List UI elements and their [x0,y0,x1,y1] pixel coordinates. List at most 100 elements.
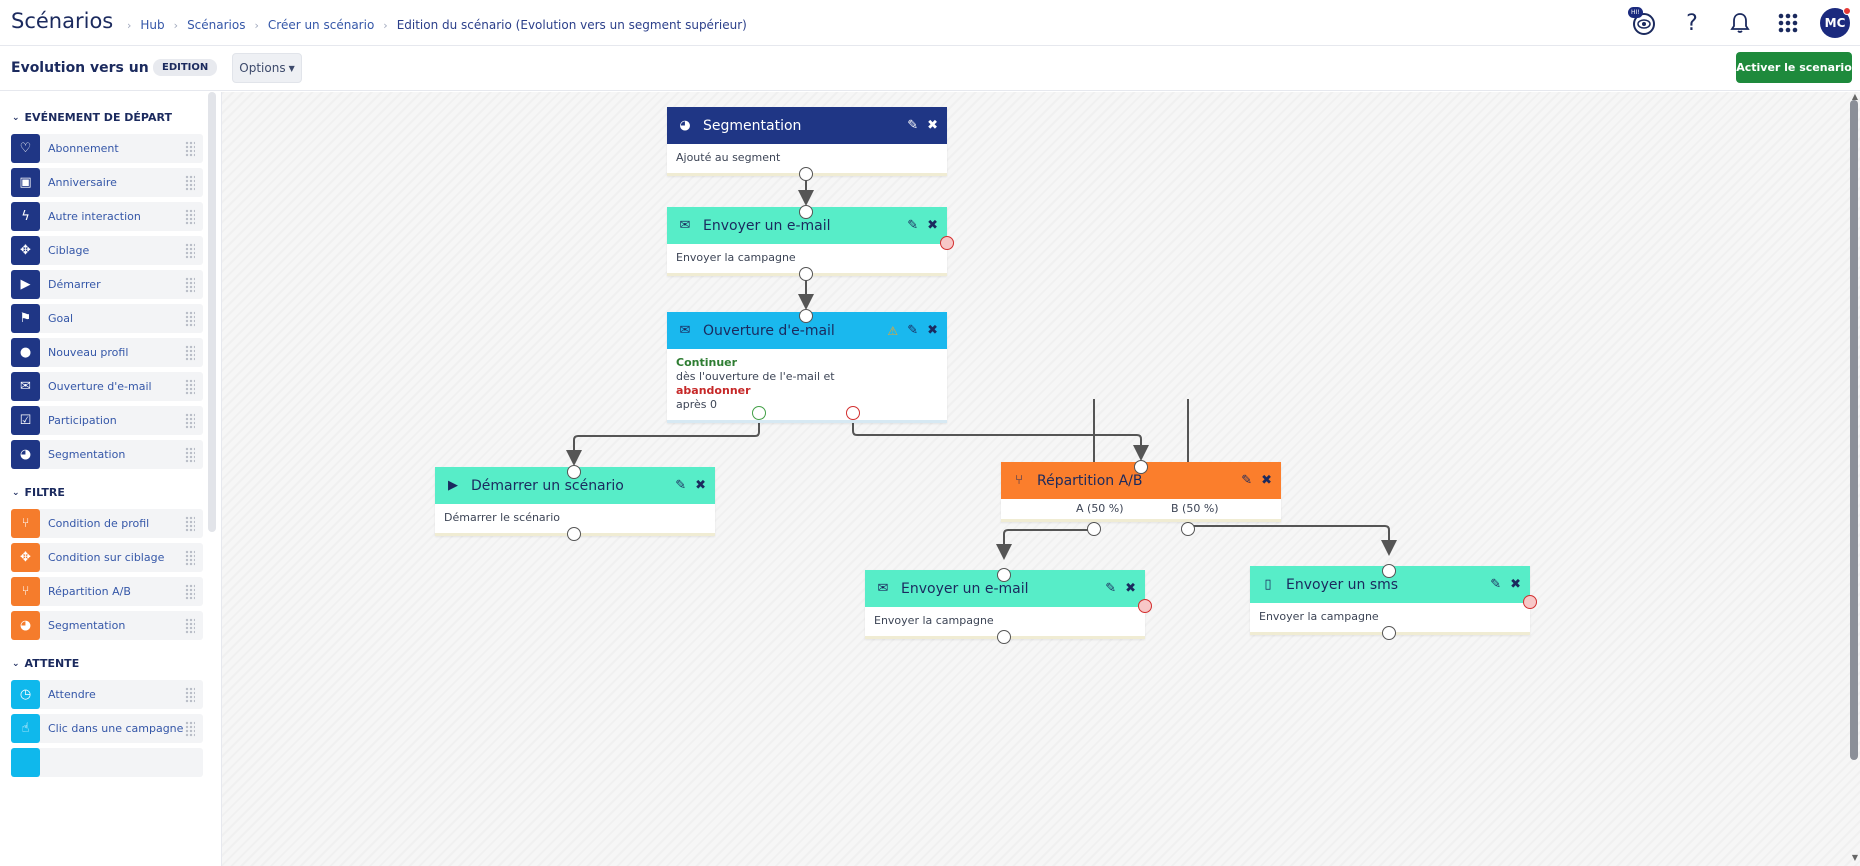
envelope-open-icon: ✉ [679,323,691,338]
drag-handle-icon[interactable] [185,174,195,191]
options-label: Options [239,61,286,75]
error-port[interactable] [1138,599,1152,613]
drag-handle-icon[interactable] [185,686,195,703]
drag-handle-icon[interactable] [185,344,195,361]
input-port[interactable] [799,205,813,219]
node-start-scenario[interactable]: ▶ Démarrer un scénario ✎ ✖ Démarrer le s… [435,467,715,536]
drag-handle-icon[interactable] [185,310,195,327]
section-title-filter[interactable]: ⌄FILTRE [12,486,65,499]
sidebar-item-repartition-ab[interactable]: ⑂Répartition A/B [11,577,203,606]
abandon-output-port[interactable] [846,406,860,420]
node-header[interactable]: ✉ Ouverture d'e-mail ⚠ ✎ ✖ [667,312,947,349]
help-icon[interactable]: ? [1686,10,1698,36]
drag-handle-icon[interactable] [185,242,195,259]
node-email-open[interactable]: ✉ Ouverture d'e-mail ⚠ ✎ ✖ Continuer dès… [667,312,947,423]
output-port[interactable] [799,167,813,181]
node-ab-split[interactable]: ⑂ Répartition A/B ✎ ✖ A (50 %) B (50 %) [1001,462,1281,522]
sidebar-item-demarrer[interactable]: ▶Démarrer [11,270,203,299]
continue-output-port[interactable] [752,406,766,420]
sidebar-item-condition-profil[interactable]: ⑂Condition de profil [11,509,203,538]
close-icon[interactable]: ✖ [927,118,938,133]
input-port[interactable] [1382,564,1396,578]
node-send-sms[interactable]: ▯ Envoyer un sms ✎ ✖ Envoyer la campagne [1250,566,1530,635]
warning-icon[interactable]: ⚠ [887,323,899,338]
section-title-wait[interactable]: ⌄ATTENTE [12,657,80,670]
section-title-start-event[interactable]: ⌄EVÉNEMENT DE DÉPART [12,111,172,124]
sidebar-item-goal[interactable]: ⚑Goal [11,304,203,333]
output-port[interactable] [799,267,813,281]
drag-handle-icon[interactable] [185,617,195,634]
condition-text: dès l'ouverture de l'e-mail et [676,370,835,383]
edit-pencil-icon[interactable]: ✎ [1105,581,1117,596]
error-port[interactable] [1523,595,1537,609]
close-icon[interactable]: ✖ [1510,577,1521,592]
mobile-phone-icon: ▯ [1264,577,1272,592]
drag-handle-icon[interactable] [185,583,195,600]
sidebar-item-abonnement[interactable]: ♡Abonnement [11,134,203,163]
hi-assistant-icon[interactable]: HI! [1628,7,1660,39]
apps-grid-icon[interactable] [1772,7,1804,39]
canvas-scrollbar[interactable] [1850,100,1858,760]
input-port[interactable] [1134,460,1148,474]
sidebar-item-participation[interactable]: ☑Participation [11,406,203,435]
error-port[interactable] [940,236,954,250]
sidebar-item-anniversaire[interactable]: ▣Anniversaire [11,168,203,197]
input-port[interactable] [997,568,1011,582]
output-port[interactable] [567,527,581,541]
options-dropdown-button[interactable]: Options ▼ [232,53,302,83]
breadcrumb-create-scenario[interactable]: Créer un scénario [267,18,375,32]
sidebar-item-partial[interactable] [11,748,203,777]
drag-handle-icon[interactable] [185,276,195,293]
scroll-up-arrow-icon[interactable]: ▲ [1851,92,1858,101]
edit-pencil-icon[interactable]: ✎ [1241,473,1253,488]
activate-scenario-button[interactable]: Activer le scenario [1736,52,1852,83]
hi-badge-label: HI! [1628,7,1643,18]
drag-handle-icon[interactable] [185,412,195,429]
fork-icon: ⑂ [11,509,40,538]
edit-pencil-icon[interactable]: ✎ [907,118,919,133]
sidebar-item-condition-ciblage[interactable]: ✥Condition sur ciblage [11,543,203,572]
branch-a-output-port[interactable] [1087,522,1101,536]
edit-pencil-icon[interactable]: ✎ [907,218,919,233]
sidebar-item-attendre[interactable]: ◷Attendre [11,680,203,709]
input-port[interactable] [567,465,581,479]
chevron-down-icon: ⌄ [12,658,20,669]
close-icon[interactable]: ✖ [1261,473,1272,488]
close-icon[interactable]: ✖ [927,218,938,233]
drag-handle-icon[interactable] [185,549,195,566]
sidebar-scrollbar[interactable] [208,92,216,532]
sidebar-item-clic-campagne[interactable]: ☝Clic dans une campagne [11,714,203,743]
drag-handle-icon[interactable] [185,515,195,532]
edit-pencil-icon[interactable]: ✎ [907,323,919,338]
drag-handle-icon[interactable] [185,208,195,225]
close-icon[interactable]: ✖ [1125,581,1136,596]
sidebar-item-segmentation[interactable]: ◕Segmentation [11,440,203,469]
drag-handle-icon[interactable] [185,446,195,463]
scroll-down-arrow-icon[interactable]: ▼ [1851,853,1858,862]
drag-handle-icon[interactable] [185,720,195,737]
wire-ouverture-repartition [852,413,1149,461]
node-header[interactable]: ◕ Segmentation ✎ ✖ [667,107,947,144]
breadcrumb-scenarios[interactable]: Scénarios [187,18,246,32]
sidebar-item-filter-segmentation[interactable]: ◕Segmentation [11,611,203,640]
edit-pencil-icon[interactable]: ✎ [675,478,687,493]
sidebar-item-nouveau-profil[interactable]: ●Nouveau profil [11,338,203,367]
user-avatar[interactable]: MC [1820,7,1851,38]
sidebar-item-ciblage[interactable]: ✥Ciblage [11,236,203,265]
output-port[interactable] [997,630,1011,644]
sidebar-item-ouverture-email[interactable]: ✉Ouverture d'e-mail [11,372,203,401]
scenario-canvas[interactable]: ◕ Segmentation ✎ ✖ Ajouté au segment ✉ E… [222,92,1860,866]
drag-handle-icon[interactable] [185,378,195,395]
edit-pencil-icon[interactable]: ✎ [1490,577,1502,592]
breadcrumb-hub[interactable]: Hub [140,18,165,32]
avatar-initials: MC [1824,16,1846,30]
input-port[interactable] [799,309,813,323]
output-port[interactable] [1382,626,1396,640]
close-icon[interactable]: ✖ [927,323,938,338]
bell-icon[interactable] [1724,7,1756,39]
branch-b-output-port[interactable] [1181,522,1195,536]
drag-handle-icon[interactable] [185,140,195,157]
node-segmentation[interactable]: ◕ Segmentation ✎ ✖ Ajouté au segment [667,107,947,176]
close-icon[interactable]: ✖ [695,478,706,493]
